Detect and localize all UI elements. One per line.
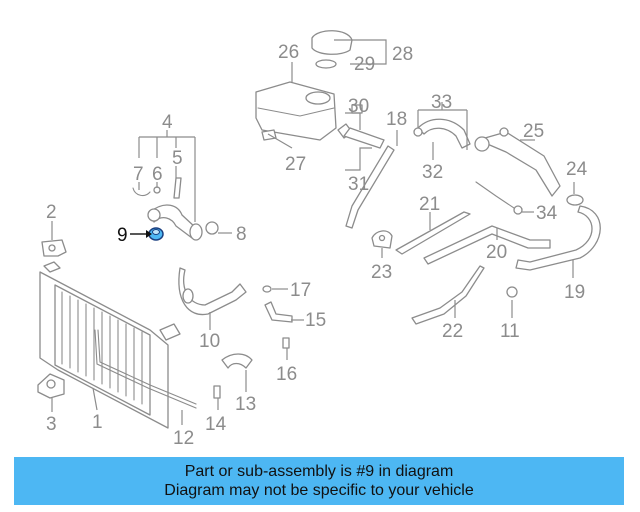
hose-15 bbox=[264, 301, 293, 323]
radiator bbox=[39, 261, 197, 429]
callout-12: 12 bbox=[173, 428, 194, 449]
parts-diagram: 1 2 3 4 5 6 7 8 9 10 11 12 13 14 15 16 1… bbox=[37, 30, 601, 449]
callout-13: 13 bbox=[235, 394, 256, 415]
hose-13 bbox=[221, 353, 253, 369]
diagram-notice-banner: Part or sub-assembly is #9 in diagram Di… bbox=[14, 457, 624, 505]
pipe-22 bbox=[411, 265, 485, 325]
plate-23 bbox=[371, 230, 393, 249]
pipe-19 bbox=[515, 205, 601, 271]
callout-21: 21 bbox=[419, 194, 440, 215]
notice-line-part: Part or sub-assembly is #9 in diagram bbox=[184, 463, 454, 480]
callout-31: 31 bbox=[348, 174, 369, 195]
callout-19: 19 bbox=[564, 282, 585, 303]
callout-4: 4 bbox=[162, 112, 173, 133]
callout-32: 32 bbox=[422, 162, 443, 183]
callout-33: 33 bbox=[431, 92, 452, 113]
notice-line-disclaimer: Diagram may not be specific to your vehi… bbox=[164, 482, 474, 499]
callout-25: 25 bbox=[523, 121, 544, 142]
callout-16: 16 bbox=[276, 364, 297, 385]
callout-15: 15 bbox=[305, 310, 326, 331]
pipe-34 bbox=[475, 181, 523, 215]
bolt-16 bbox=[282, 337, 290, 349]
callout-28: 28 bbox=[392, 44, 413, 65]
callout-22: 22 bbox=[442, 321, 463, 342]
callout-5: 5 bbox=[172, 148, 183, 169]
callout-9[interactable]: 9 bbox=[117, 225, 128, 246]
callout-6: 6 bbox=[152, 164, 163, 185]
callout-27: 27 bbox=[285, 154, 306, 175]
callout-1: 1 bbox=[92, 412, 103, 433]
clamp-11 bbox=[506, 286, 518, 298]
hose-10 bbox=[178, 267, 247, 316]
highlight-arrow bbox=[130, 230, 152, 238]
pipe-group bbox=[337, 104, 471, 229]
callout-7: 7 bbox=[133, 164, 144, 185]
clamp-17 bbox=[262, 285, 272, 293]
callout-10: 10 bbox=[199, 331, 220, 352]
expansion-tank bbox=[255, 30, 353, 141]
callout-34: 34 bbox=[536, 203, 558, 224]
bracket bbox=[41, 239, 67, 257]
callout-23: 23 bbox=[371, 262, 392, 283]
callout-14: 14 bbox=[205, 414, 227, 435]
callout-29: 29 bbox=[354, 54, 375, 75]
callout-11: 11 bbox=[500, 321, 520, 342]
callout-3: 3 bbox=[46, 414, 57, 435]
coolant-flange bbox=[474, 127, 561, 197]
callout-24: 24 bbox=[566, 159, 588, 180]
callout-2: 2 bbox=[46, 202, 57, 223]
callout-18: 18 bbox=[386, 109, 407, 130]
callout-30: 30 bbox=[348, 96, 369, 117]
hose-24 bbox=[566, 194, 584, 206]
callout-8: 8 bbox=[236, 224, 247, 245]
hose-assembly bbox=[132, 177, 219, 241]
rod-21 bbox=[395, 211, 471, 255]
callout-17: 17 bbox=[290, 280, 311, 301]
leader-lines bbox=[51, 39, 575, 425]
callout-26: 26 bbox=[278, 42, 299, 63]
mount bbox=[37, 373, 65, 399]
callout-labels: 1 2 3 4 5 6 7 8 9 10 11 12 13 14 15 16 1… bbox=[46, 42, 588, 449]
pipe-20 bbox=[423, 225, 551, 265]
clip-14 bbox=[213, 385, 221, 399]
callout-20: 20 bbox=[486, 242, 507, 263]
